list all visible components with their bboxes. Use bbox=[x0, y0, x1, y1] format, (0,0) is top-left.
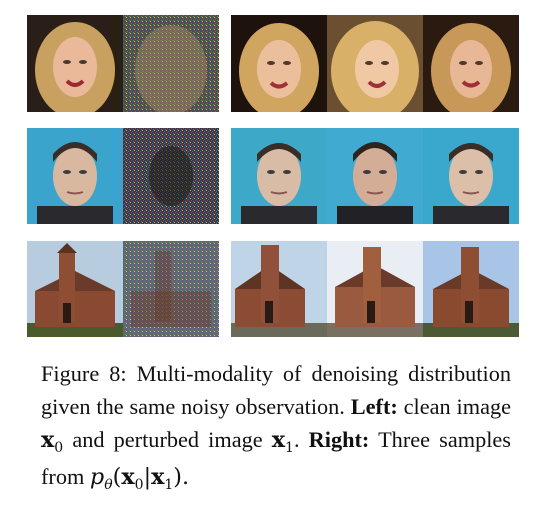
caption-left-text: clean image bbox=[403, 394, 512, 419]
man-noisy-image bbox=[123, 128, 219, 224]
caption-left-label: Left: bbox=[350, 394, 398, 419]
math-x1: x1 bbox=[271, 427, 294, 456]
woman-clean-image bbox=[27, 15, 123, 112]
man-sample-2-image bbox=[327, 128, 423, 224]
church-noisy-image bbox=[123, 241, 219, 337]
church-clean-image bbox=[27, 241, 123, 337]
church-sample-1-image bbox=[231, 241, 327, 337]
caption-right-text: Three samples from bbox=[41, 427, 511, 489]
caption-label: Figure 8: bbox=[41, 361, 127, 386]
figure-caption: Figure 8: Multi-modality of denoising di… bbox=[41, 357, 511, 497]
woman-noisy-image bbox=[123, 15, 219, 112]
woman-sample-2-image bbox=[327, 15, 423, 112]
woman-sample-1-image bbox=[231, 15, 327, 112]
math-x0: x0 bbox=[41, 427, 64, 456]
caption-period: . bbox=[293, 427, 300, 452]
man-clean-image bbox=[27, 128, 123, 224]
woman-sample-3-image bbox=[423, 15, 519, 112]
caption-text: Multi-modality of denoising distribution… bbox=[41, 361, 511, 419]
man-sample-1-image bbox=[231, 128, 327, 224]
man-sample-3-image bbox=[423, 128, 519, 224]
church-sample-2-image bbox=[327, 241, 423, 337]
figure-panel bbox=[27, 15, 519, 337]
caption-right-label: Right: bbox=[308, 427, 370, 452]
caption-and-text: and perturbed image bbox=[72, 427, 263, 452]
church-sample-3-image bbox=[423, 241, 519, 337]
math-distribution: pθ(x0|x1). bbox=[89, 464, 190, 493]
